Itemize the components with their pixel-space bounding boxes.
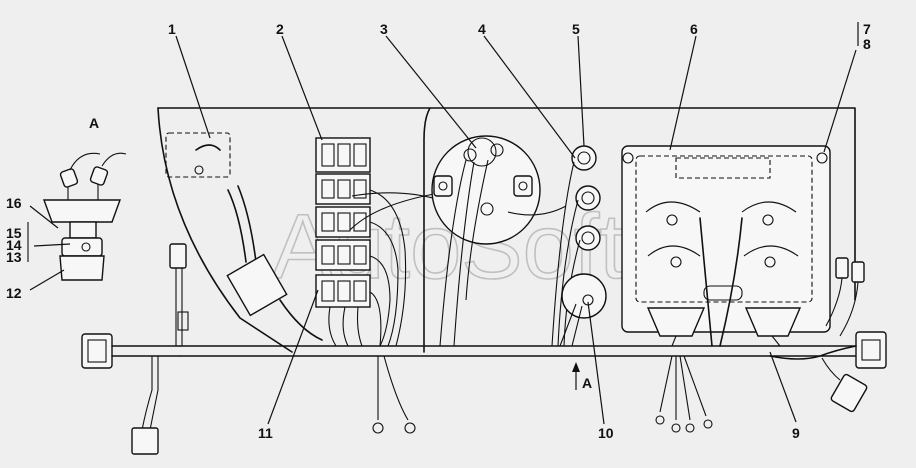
callout-labels: 1 2 3 4 5 6 7 8 9 10 11 12 13 14 15 16 <box>6 21 871 441</box>
callout-3: 3 <box>380 21 388 37</box>
detail-view-a <box>27 152 127 281</box>
callout-4: 4 <box>478 21 486 37</box>
item-10-buzzer <box>559 273 607 347</box>
callout-2: 2 <box>276 21 284 37</box>
callout-15: 15 <box>6 225 22 241</box>
callout-14: 14 <box>6 237 22 253</box>
view-arrow-label: A <box>582 375 592 391</box>
item-4-5-lamps <box>507 145 601 347</box>
item-1-plate <box>165 132 323 341</box>
leader-lines <box>29 22 859 425</box>
callout-8: 8 <box>863 36 871 52</box>
right-connectors <box>769 257 887 413</box>
callout-16: 16 <box>6 195 22 211</box>
callout-9: 9 <box>792 425 800 441</box>
view-arrow-a: A <box>572 362 592 391</box>
left-harness <box>81 243 189 455</box>
detail-view-title: A <box>89 115 99 131</box>
item-2-switch-block <box>315 137 461 347</box>
callout-11: 11 <box>258 425 273 441</box>
item-6-instrument-cluster <box>621 145 831 347</box>
callout-1: 1 <box>168 21 176 37</box>
callout-6: 6 <box>690 21 698 37</box>
callout-13: 13 <box>6 249 22 265</box>
callout-10: 10 <box>598 425 614 441</box>
callout-12: 12 <box>6 285 22 301</box>
callout-7: 7 <box>863 21 871 37</box>
pigtails <box>372 355 713 434</box>
dashboard-panel <box>157 107 856 357</box>
callout-5: 5 <box>572 21 580 37</box>
item-3-gauge <box>431 135 541 347</box>
